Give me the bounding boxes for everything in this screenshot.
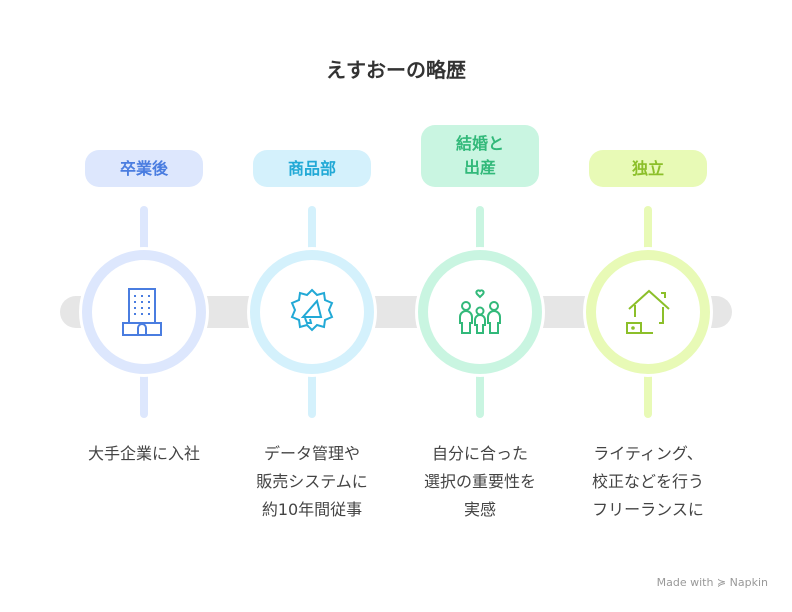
step-description: ライティング、 校正などを行う フリーランスに [591, 444, 704, 519]
connector [140, 206, 148, 262]
step-graduation: 卒業後 大手企業に入社 [60, 0, 228, 612]
step-label: 卒業後 [85, 150, 203, 187]
step-marker [418, 250, 542, 374]
step-description: 自分に合った 選択の重要性を 実感 [423, 444, 536, 519]
step-label: 結婚と 出産 [421, 125, 539, 187]
connector [644, 364, 652, 418]
step-description: 大手企業に入社 [87, 444, 200, 463]
office-building-icon [122, 288, 162, 336]
step-description: データ管理や 販売システムに 約10年間従事 [256, 444, 368, 519]
step-merchandising: 商品部 データ管理や 販売システムに 約10年間従事 [228, 0, 396, 612]
connector [308, 206, 316, 262]
megaphone-gear-icon [290, 288, 334, 332]
page-title: えすおーの略歴 [326, 58, 466, 82]
step-label: 独立 [589, 150, 707, 187]
step-marker [82, 250, 206, 374]
step-marker [586, 250, 710, 374]
step-marriage-childbirth: 結婚と 出産 自分に合った 選択の重要性を 実感 [396, 0, 564, 612]
home-office-icon [626, 289, 670, 334]
connector [644, 206, 652, 262]
step-marker [250, 250, 374, 374]
step-label: 商品部 [253, 150, 371, 187]
napkin-credit: Made with ≽ Napkin [656, 576, 768, 589]
step-independence: 独立 ライティング、 校正などを行う フリーランスに [564, 0, 732, 612]
connector [308, 364, 316, 418]
connector [476, 206, 484, 262]
connector [140, 364, 148, 418]
connector [476, 364, 484, 418]
family-icon [459, 289, 501, 334]
